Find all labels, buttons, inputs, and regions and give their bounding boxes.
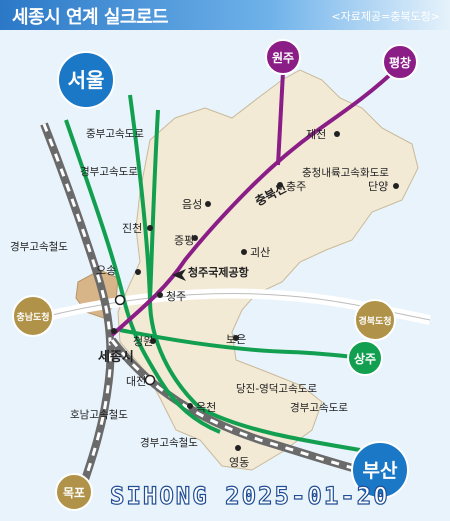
station-dots: [111, 131, 399, 451]
bubble-gyeongbuk: 경북도청: [354, 299, 396, 341]
place-danyang: 단양: [368, 180, 388, 193]
gyeongbuk-label: 경북도청: [358, 315, 391, 327]
label-gyeongbu-rail-top: 경부고속철도: [10, 240, 68, 253]
busan-label: 부산: [363, 460, 398, 482]
label-honam-rail: 호남고속철도: [70, 409, 128, 421]
bubble-busan: 부산: [351, 441, 409, 499]
place-cheongju: 청주: [166, 290, 186, 303]
bubble-mokpo: 목포: [55, 473, 93, 511]
place-jincheon: 진천: [122, 221, 142, 235]
sangju-label: 상주: [354, 351, 376, 366]
place-jecheon: 제천: [306, 127, 326, 141]
bubble-sangju: 상주: [347, 340, 383, 376]
source-credit: <자료제공=충북도청>: [331, 10, 440, 23]
place-daejeon: 대전: [126, 375, 146, 388]
bubble-pyeongchang: 평창: [382, 44, 418, 80]
airport-icon: [172, 269, 186, 281]
label-jungbu-express: 중부고속도로: [86, 128, 144, 140]
chungnam-label: 충남도청: [16, 311, 49, 323]
pyeongchang-label: 평창: [389, 55, 411, 70]
place-chungju: 충주: [286, 180, 306, 193]
place-yeongdong: 영동: [229, 456, 249, 469]
map-title: 세종시 연계 실크로드: [12, 7, 169, 28]
watermark: SIHONG 2025-01-20: [109, 481, 390, 510]
expressways: [64, 94, 363, 452]
place-goesan: 괴산: [250, 246, 270, 259]
wonju-label: 원주: [272, 51, 294, 65]
label-gyeongbu-rail-bottom: 경부고속철도: [140, 436, 198, 449]
label-gyeongbu-express: 경부고속도로: [80, 165, 138, 178]
place-cheongwon: 청원: [133, 335, 153, 348]
place-oson: 오송: [96, 264, 116, 277]
place-jeungpyeong: 증평: [174, 234, 194, 247]
seoul-label: 서울: [68, 68, 105, 92]
place-eumseong: 음성: [182, 198, 202, 211]
place-boeun: 보은: [226, 333, 246, 346]
chungbuk-line: [110, 70, 395, 337]
label-dangjin-yeongdeok: 당진-영덕고속도로: [236, 383, 317, 395]
mokpo-label: 목포: [63, 486, 85, 500]
bubble-wonju: 원주: [265, 39, 301, 75]
bubble-chungnam: 충남도청: [12, 295, 54, 337]
chungbuk-province: [117, 69, 419, 471]
place-cheongju-airport: 청주국제공항: [188, 265, 249, 279]
bubble-seoul: 서울: [57, 51, 115, 109]
label-gyeongbu-express-bottom: 경부고속도로: [290, 401, 348, 414]
place-okcheon: 옥천: [196, 400, 216, 414]
label-jungbu-naeryuk: 충청내륙고속화도로: [302, 167, 389, 179]
place-sejong: 세종시: [98, 350, 134, 365]
header-bar: 세종시 연계 실크로드 <자료제공=충북도청>: [0, 0, 450, 30]
